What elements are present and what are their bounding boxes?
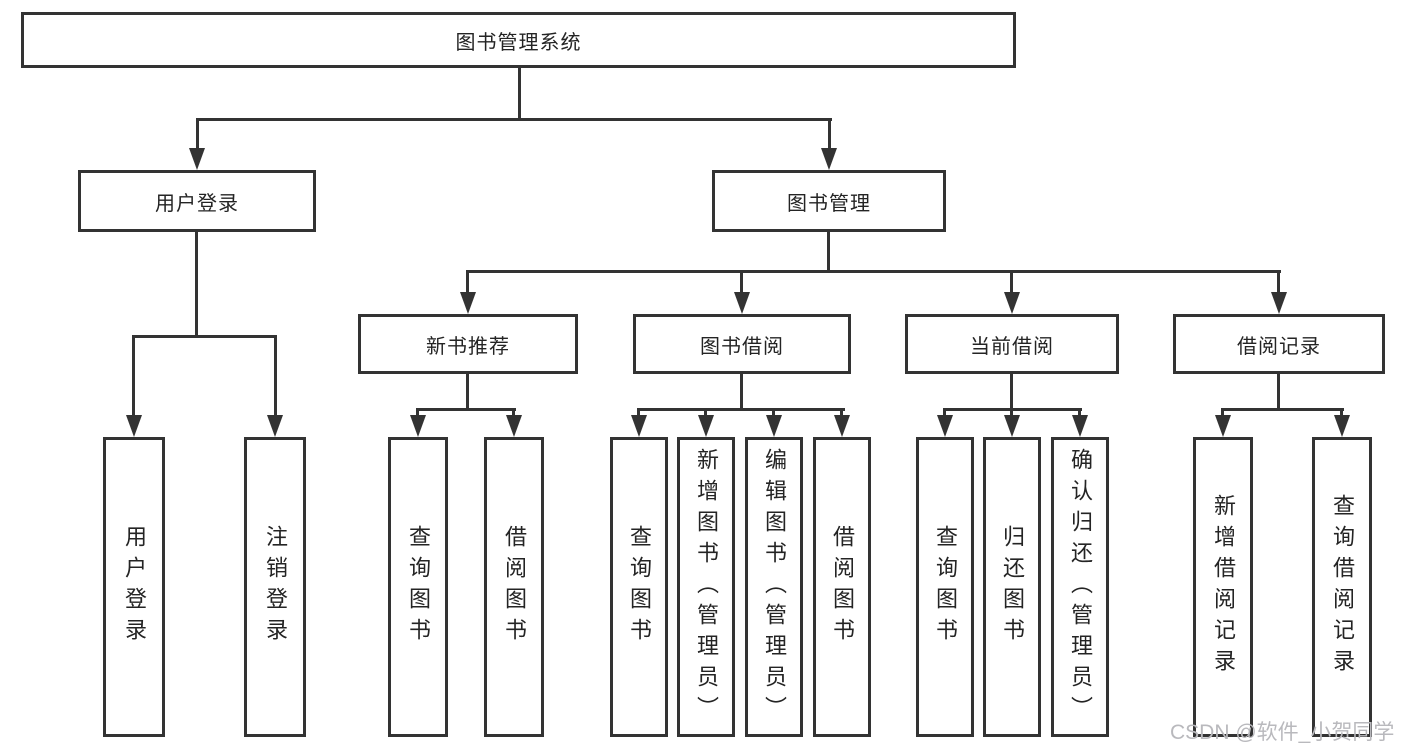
connector-line [827,232,830,270]
node-label: 当前借阅 [970,335,1054,358]
arrow-down-icon [126,415,142,437]
node-label: 确认归还（管理员） [1068,447,1093,727]
node-label: 图书管理系统 [455,31,582,54]
connector-line [1221,408,1224,416]
leaf-query-books-current: 查询图书 [916,437,974,737]
arrow-down-icon [734,292,750,314]
arrow-down-icon [821,148,837,170]
arrow-down-icon [506,415,522,437]
node-label: 查询图书 [933,525,958,649]
node-book-borrowing: 图书借阅 [633,314,851,374]
node-label: 借阅图书 [502,525,527,649]
connector-line [704,408,707,416]
connector-line [740,270,743,292]
node-root: 图书管理系统 [21,12,1016,68]
connector-line [637,408,845,411]
node-borrowing-records: 借阅记录 [1173,314,1385,374]
connector-line [1340,408,1343,416]
connector-line [1078,408,1081,416]
node-label: 新书推荐 [426,335,510,358]
connector-line [132,335,277,338]
connector-line [196,118,832,121]
arrow-down-icon [766,415,782,437]
node-label: 图书借阅 [700,335,784,358]
node-label: 借阅记录 [1237,335,1321,358]
arrow-down-icon [834,415,850,437]
arrow-down-icon [410,415,426,437]
connector-line [416,408,419,416]
connector-line [466,374,469,408]
connector-line [512,408,515,416]
connector-line [1277,374,1280,408]
connector-line [466,270,1281,273]
connector-line [416,408,516,411]
connector-line [840,408,843,416]
node-current-borrowing: 当前借阅 [905,314,1119,374]
leaf-user-login: 用户登录 [103,437,165,737]
node-label: 图书管理 [787,192,871,215]
connector-line [466,270,469,292]
connector-line [518,68,521,118]
arrow-down-icon [1271,292,1287,314]
node-label: 新增借阅记录 [1211,494,1236,680]
arrow-down-icon [460,292,476,314]
leaf-add-books-admin: 新增图书（管理员） [677,437,735,737]
node-label: 查询图书 [627,525,652,649]
connector-line [1010,408,1013,416]
node-label: 查询借阅记录 [1330,494,1355,680]
connector-line [196,118,199,148]
connector-line [740,374,743,408]
connector-line [1221,408,1344,411]
leaf-query-books-recommend: 查询图书 [388,437,448,737]
arrow-down-icon [631,415,647,437]
arrow-down-icon [1004,292,1020,314]
node-book-management: 图书管理 [712,170,946,232]
leaf-logout: 注销登录 [244,437,306,737]
arrow-down-icon [937,415,953,437]
connector-line [1010,374,1013,408]
connector-line [1277,270,1280,292]
node-label: 查询图书 [406,525,431,649]
connector-line [637,408,640,416]
node-label: 归还图书 [1000,525,1025,649]
leaf-query-borrow-record: 查询借阅记录 [1312,437,1372,737]
connector-line [132,335,135,415]
leaf-return-books: 归还图书 [983,437,1041,737]
connector-line [274,335,277,415]
leaf-edit-books-admin: 编辑图书（管理员） [745,437,803,737]
connector-line [828,118,831,148]
node-label: 借阅图书 [830,525,855,649]
arrow-down-icon [1215,415,1231,437]
node-new-book-recommend: 新书推荐 [358,314,578,374]
arrow-down-icon [267,415,283,437]
connector-line [772,408,775,416]
csdn-watermark: CSDN @软件_小贺同学 [1170,721,1395,744]
node-user-login: 用户登录 [78,170,316,232]
node-label: 注销登录 [263,525,288,649]
leaf-borrow-books: 借阅图书 [813,437,871,737]
arrow-down-icon [1072,415,1088,437]
arrow-down-icon [189,148,205,170]
arrow-down-icon [698,415,714,437]
leaf-query-books-borrowing: 查询图书 [610,437,668,737]
node-label: 用户登录 [155,192,239,215]
connector-line [195,232,198,335]
leaf-add-borrow-record: 新增借阅记录 [1193,437,1253,737]
arrow-down-icon [1334,415,1350,437]
node-label: 用户登录 [122,525,147,649]
node-label: 编辑图书（管理员） [762,447,787,727]
arrow-down-icon [1004,415,1020,437]
node-label: 新增图书（管理员） [694,447,719,727]
connector-line [943,408,946,416]
leaf-borrow-books-recommend: 借阅图书 [484,437,544,737]
connector-line [1010,270,1013,292]
leaf-confirm-return-admin: 确认归还（管理员） [1051,437,1109,737]
